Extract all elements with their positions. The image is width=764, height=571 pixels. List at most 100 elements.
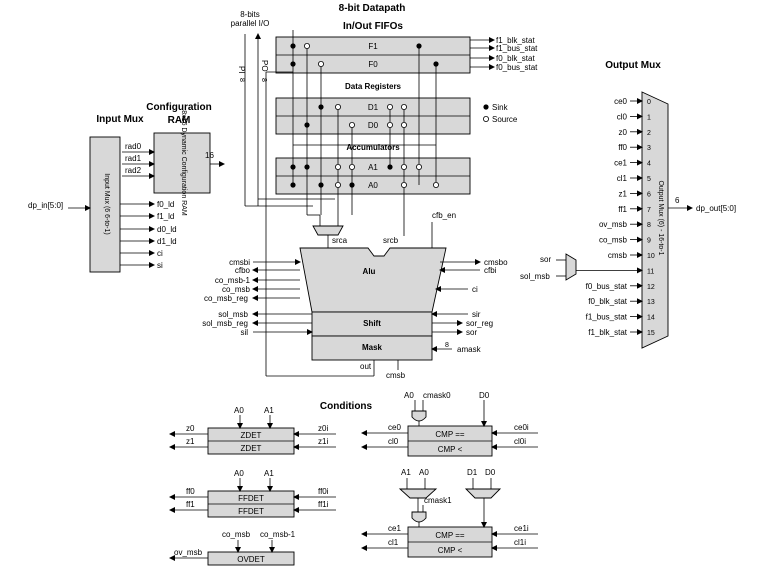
f1-ld-label: f1_ld xyxy=(157,212,174,221)
alu-right-signals xyxy=(431,259,481,335)
cmsbi-label: cmsbi xyxy=(229,258,250,267)
output-mux-input-label: f1_blk_stat xyxy=(588,328,627,337)
cmp1-cmask-label: cmask1 xyxy=(424,496,452,505)
co-msb-label: co_msb xyxy=(222,285,251,294)
rad2-label: rad2 xyxy=(125,166,142,175)
output-mux-input-label: cl0 xyxy=(617,112,628,121)
sink-legend-label: Sink xyxy=(492,103,509,112)
output-mux-index: 3 xyxy=(647,145,651,152)
cmp0-cmask-label: cmask0 xyxy=(423,391,451,400)
config-ram-title: Configuration xyxy=(146,102,212,113)
sor-sol-mux xyxy=(565,253,577,281)
fifo-f0-label: F0 xyxy=(368,60,378,69)
output-mux-input-label: f1_bus_stat xyxy=(586,313,628,322)
fifo-output-2: f0_blk_stat xyxy=(496,54,535,63)
ff0i-label: ff0i xyxy=(318,487,329,496)
shift-label: Shift xyxy=(363,319,381,328)
dp-in-label: dp_in[5:0] xyxy=(28,201,63,210)
sor-mux-label: sor xyxy=(540,255,551,264)
zdet-label-bottom: ZDET xyxy=(241,444,262,453)
input-mux-label: Input Mux (6 6-to-1) xyxy=(103,173,110,234)
output-mux-input-label: ov_msb xyxy=(599,220,628,229)
output-mux-index: 11 xyxy=(647,268,654,275)
z1-label: z1 xyxy=(186,437,195,446)
pi-label: PI xyxy=(237,66,246,74)
output-mux-index: 7 xyxy=(647,207,651,214)
ovdet-label: OVDET xyxy=(237,555,265,564)
output-mux-input-label: cmsb xyxy=(608,251,628,260)
fifo-title: In/Out FIFOs xyxy=(343,21,403,32)
output-mux-block xyxy=(641,91,669,349)
config-ram-label: 8x16 Dynamic Configuration RAM xyxy=(180,110,187,216)
output-mux-index: 2 xyxy=(647,130,651,137)
z1i-label: z1i xyxy=(318,437,328,446)
alu-label: Alu xyxy=(363,267,376,276)
cfbo-label: cfbo xyxy=(235,266,251,275)
output-mux-index: 10 xyxy=(647,253,655,260)
output-mux-input-label: ce0 xyxy=(614,97,627,106)
sink-legend-dot xyxy=(483,104,489,110)
dot-a1-source-2 xyxy=(348,163,355,170)
output-mux-input-label: f0_blk_stat xyxy=(588,297,627,306)
mask-block xyxy=(311,335,433,361)
sor-label: sor xyxy=(466,328,477,337)
si-out-label: si xyxy=(157,261,163,270)
ff1-label: ff1 xyxy=(186,500,195,509)
cmp0-eq-label: CMP == xyxy=(435,430,465,439)
output-mux-input-label: ff1 xyxy=(618,205,627,214)
a0-label: A0 xyxy=(368,181,378,190)
sol-mux-label: sol_msb xyxy=(520,272,550,281)
dot-a0-sink-3 xyxy=(349,182,355,188)
dot-d0-source-2 xyxy=(386,122,393,129)
rad1-label: rad1 xyxy=(125,154,142,163)
co-msb-reg-label: co_msb_reg xyxy=(204,294,248,303)
fifo-output-0: f1_blk_stat xyxy=(496,36,535,45)
fifo-output-3: f0_bus_stat xyxy=(496,63,538,72)
dot-d1-source-2 xyxy=(386,104,393,111)
output-mux-index: 4 xyxy=(647,161,651,168)
ci-label: ci xyxy=(472,285,478,294)
dot-d0-sink xyxy=(304,122,310,128)
ce1-label: ce1 xyxy=(388,524,401,533)
sor-reg-label: sor_reg xyxy=(466,319,493,328)
cl1-label: cl1 xyxy=(388,538,399,547)
f0-ld-label: f0_ld xyxy=(157,200,174,209)
dot-a0-source-3 xyxy=(432,181,439,188)
parallel-io-label-1: 8-bits xyxy=(240,10,260,19)
output-mux-index: 1 xyxy=(647,114,651,121)
a1-label: A1 xyxy=(368,163,378,172)
cmp1-d0-label: D0 xyxy=(485,468,496,477)
dot-f1-sink-2 xyxy=(416,43,422,49)
fifo-output-1: f1_bus_stat xyxy=(496,44,538,53)
conditions-title: Conditions xyxy=(320,401,373,412)
dot-a1-source xyxy=(334,163,341,170)
cl0-label: cl0 xyxy=(388,437,399,446)
srca-mux xyxy=(312,225,344,236)
cmp1-lt-label: CMP < xyxy=(438,546,463,555)
co-msb-1-label: co_msb-1 xyxy=(215,276,251,285)
cmask0-and-gate xyxy=(411,410,427,422)
output-mux-input-label: ce1 xyxy=(614,159,627,168)
dot-d1-source-3 xyxy=(400,104,407,111)
cmsb-out-label: cmsb xyxy=(386,371,406,380)
sil-label: sil xyxy=(240,328,248,337)
accumulators-title: Accumulators xyxy=(346,143,400,152)
datapath-title: 8-bit Datapath xyxy=(339,3,406,14)
input-mux-title: Input Mux xyxy=(96,114,144,125)
d0-label: D0 xyxy=(368,121,379,130)
ce0i-label: ce0i xyxy=(514,423,529,432)
amask-label: amask xyxy=(457,345,482,354)
dot-d0-source-3 xyxy=(400,122,407,129)
po-label: PO xyxy=(260,60,269,72)
cmp0-lt-label: CMP < xyxy=(438,445,463,454)
cmsbo-label: cmsbo xyxy=(484,258,508,267)
dot-a1-sink-2 xyxy=(304,164,310,170)
pi-width-label: 8 xyxy=(238,78,245,82)
zdet-a0-label: A0 xyxy=(234,406,244,415)
cmp1-d-mux xyxy=(464,488,502,499)
output-mux-index: 0 xyxy=(647,99,651,106)
d1-label: D1 xyxy=(368,103,379,112)
parallel-io-label-2: parallel I/O xyxy=(231,19,270,28)
